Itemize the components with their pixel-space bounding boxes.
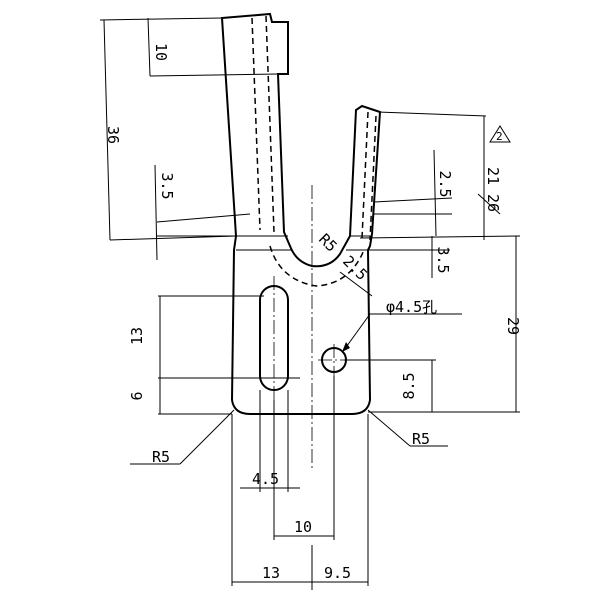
dim-10-top: 10 [152, 43, 170, 61]
revision-triangle [489, 125, 511, 143]
hidden-line [361, 111, 369, 239]
dim-r5-left: R5 [152, 448, 170, 466]
dim-36: 36 [104, 126, 122, 144]
hidden-line [369, 115, 377, 241]
bottom-dimensions: 4.5 10 13 9.5 [231, 376, 369, 590]
dim-26: 26 [484, 194, 502, 212]
dim-9-5-bottom: 9.5 [324, 564, 351, 582]
hidden-line [251, 17, 261, 231]
dim-10-bottom: 10 [294, 518, 312, 536]
dim-3-5-right: 3.5 [434, 246, 452, 273]
dim-4-5: 4.5 [252, 470, 279, 488]
dim-2-5-center: 2.5 [339, 252, 371, 284]
dim-3-5-left: 3.5 [158, 172, 176, 199]
dim-hole: φ4.5孔 [386, 298, 437, 316]
dim-21: 21 [484, 167, 502, 185]
dim-r5-right: R5 [412, 430, 430, 448]
hidden-line [265, 15, 275, 233]
dim-13-bottom: 13 [262, 564, 280, 582]
hidden-arc [269, 245, 365, 287]
dim-2-5-right: 2.5 [436, 170, 454, 197]
dim-r5-center: R5 [315, 230, 341, 256]
rev-mark: 2 [496, 130, 503, 143]
dim-13-left: 13 [128, 327, 146, 345]
right-dimensions: 21 26 2 2.5 3.5 29 8.5 φ4.5孔 R5 2.5 [315, 111, 522, 448]
dim-29: 29 [504, 317, 522, 335]
part-outline [220, 12, 382, 415]
dim-8-5: 8.5 [400, 372, 418, 399]
dim-6-left: 6 [128, 391, 146, 400]
left-dimensions: 36 10 3.5 13 6 R5 [99, 17, 300, 466]
